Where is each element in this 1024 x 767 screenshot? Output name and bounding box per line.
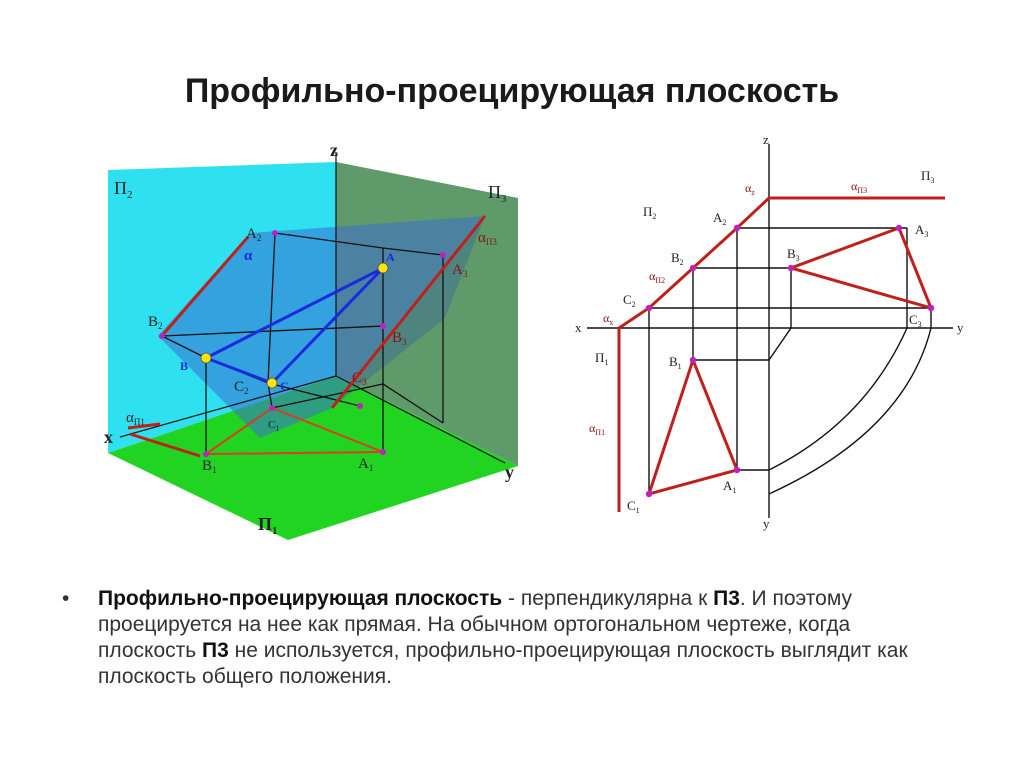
label-a3: A3: [452, 262, 468, 279]
bullet-marker: •: [62, 587, 70, 610]
epure-label-c2: C2: [623, 292, 636, 309]
label-c3: C3: [352, 370, 367, 387]
epure-axis-y-right: y: [957, 320, 964, 335]
bullet-text-3: не используется, профильно-проецирующая …: [98, 639, 908, 688]
epure-axis-y-bottom: y: [763, 516, 770, 531]
epure-label-c3: C3: [909, 312, 922, 329]
epure-label-az: αz: [745, 181, 755, 197]
label-blue-b: B: [180, 359, 188, 373]
label-axis-x: x: [104, 427, 113, 447]
epure-axis-z: z: [763, 132, 769, 147]
label-c2: C2: [234, 379, 249, 396]
epure-label-ap1: αП1: [589, 421, 605, 437]
label-b2: B2: [148, 314, 163, 331]
projection-3d-figure: П2 П3 П1 z x y A2 B2 C2 A1 B1 C1 A3 B3 C…: [104, 140, 518, 540]
epure-label-b2: B2: [671, 250, 684, 267]
bullet-p3-b: П3: [202, 639, 229, 662]
epure-label-c1: C1: [627, 498, 640, 515]
label-alpha-p3: αП3: [478, 230, 497, 247]
label-a2: A2: [246, 226, 261, 243]
epure-label-a2: A2: [713, 210, 726, 227]
bullet-text-1: - перпендикулярна к: [502, 587, 714, 610]
label-blue-a: A: [386, 250, 395, 264]
label-p3: П3: [488, 182, 507, 205]
epure-label-ax: αx: [603, 311, 613, 327]
bullet-text: Профильно-проецирующая плоскость - перпе…: [98, 586, 948, 690]
label-alpha-p1: αП1: [126, 410, 145, 427]
label-blue-c: C: [280, 379, 289, 393]
label-a1: A1: [358, 456, 373, 473]
epure-label-a3: A3: [915, 222, 928, 239]
epure-label-p1: П1: [595, 350, 608, 367]
label-c1: C1: [268, 419, 279, 433]
epure-label-p3: П3: [921, 168, 934, 185]
label-p1: П1: [258, 514, 278, 537]
epure-drawing: z x y y П3 П2 П1 αz αП3 αП2 αx αП1 A2 B2…: [575, 132, 964, 531]
epure-axis-x: x: [575, 320, 582, 335]
epure-label-b3: B3: [787, 246, 800, 263]
label-axis-y: y: [505, 462, 514, 482]
label-alpha: α: [244, 248, 253, 264]
label-axis-z: z: [330, 140, 338, 160]
bullet-term: Профильно-проецирующая плоскость: [98, 587, 503, 610]
plane-alpha: [158, 216, 485, 438]
label-b3: B3: [392, 330, 407, 347]
bullet-p3-a: П3: [713, 587, 740, 610]
bullet-text-2: . И поэтому проецируется на нее как прям…: [98, 587, 853, 662]
epure-label-ap3: αП3: [851, 179, 867, 195]
epure-label-ap2: αП2: [649, 269, 665, 285]
label-p2: П2: [114, 178, 133, 201]
epure-label-b1: B1: [669, 354, 682, 371]
epure-label-p2: П2: [643, 204, 656, 221]
slide-title: Профильно-проецирующая плоскость: [184, 72, 840, 110]
epure-label-a1: A1: [723, 478, 736, 495]
label-b1: B1: [202, 458, 217, 475]
